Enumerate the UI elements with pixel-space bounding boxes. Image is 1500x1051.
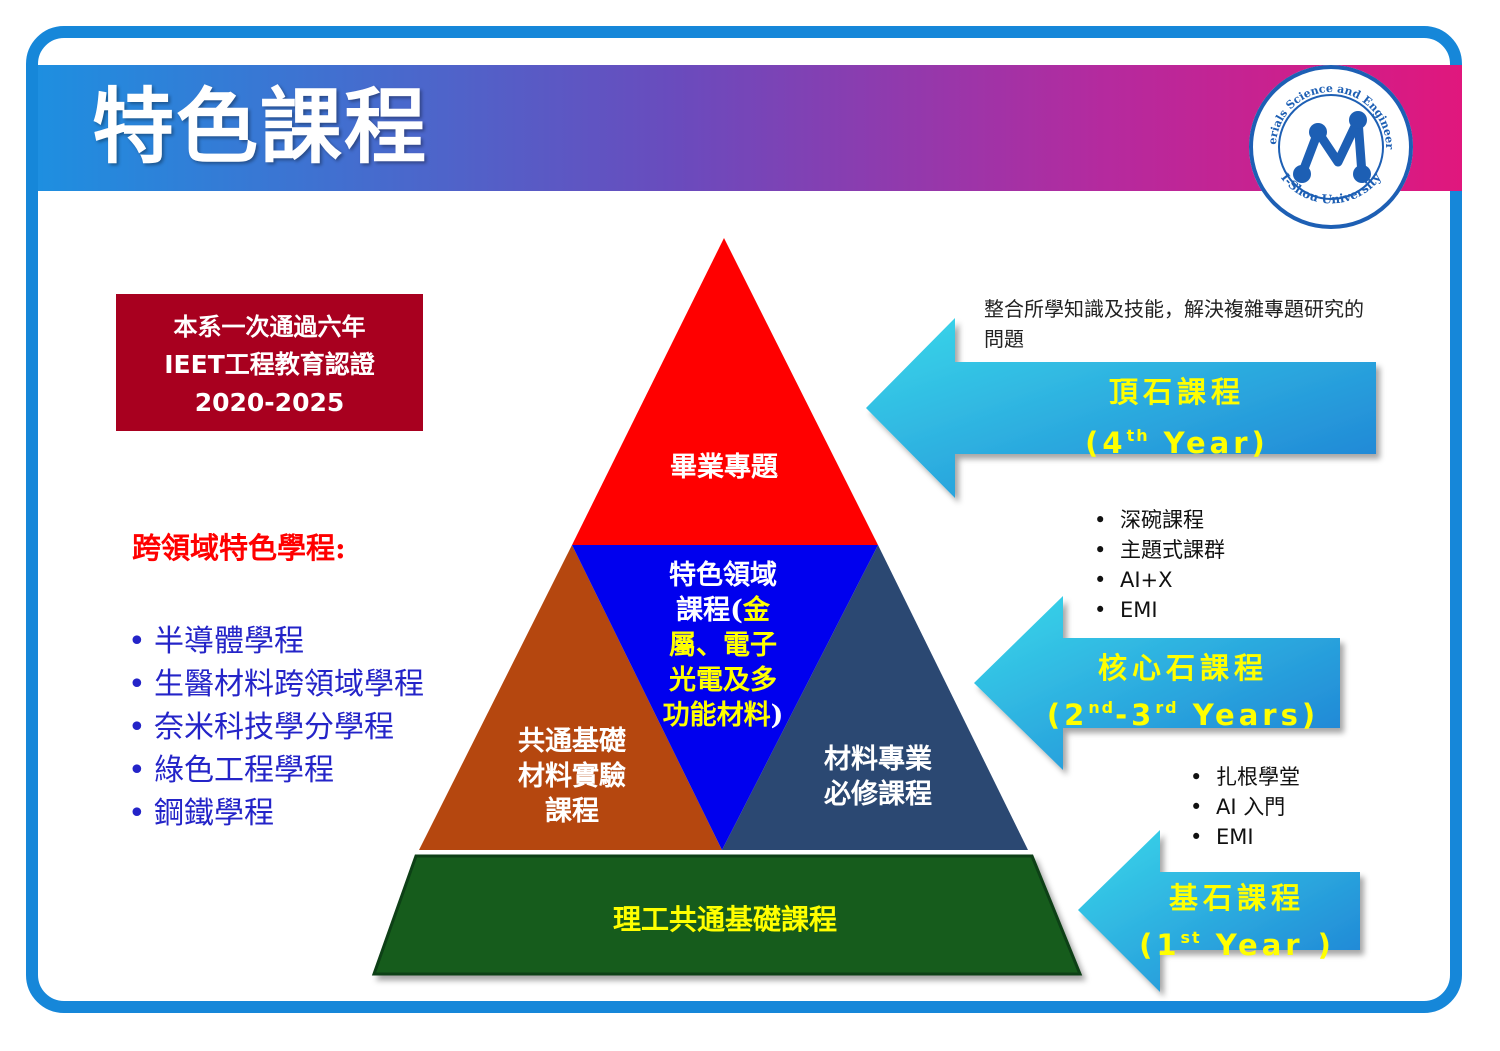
year-text: Years) xyxy=(1178,697,1320,732)
program-item: 綠色工程學程 xyxy=(128,749,424,792)
cornerstone-title: 基石課程 xyxy=(1168,881,1305,915)
pyramid-required-label: 材料專業 必修課程 xyxy=(798,742,958,812)
year-sup: st xyxy=(1180,928,1202,947)
pyramid-feature xyxy=(572,545,878,850)
cornerstone-arrow xyxy=(1078,830,1360,992)
program-item: 生醫材料跨領域學程 xyxy=(128,663,424,706)
year-text: (4 xyxy=(1085,425,1127,460)
capstone-label: 頂石課程 (4th Year) xyxy=(1032,370,1322,465)
accreditation-line3: 2020-2025 xyxy=(194,388,345,417)
year-sup: th xyxy=(1126,426,1150,445)
pyramid-common-lab xyxy=(419,545,722,850)
core-bullet: 深碗課程 xyxy=(1092,505,1225,535)
program-item: 鋼鐵學程 xyxy=(128,792,424,835)
program-item: 半導體學程 xyxy=(128,620,424,663)
common-lab-line: 材料實驗 xyxy=(518,761,626,792)
cornerstone-bullets: 扎根學堂 AI 入門 EMI xyxy=(1188,762,1300,852)
core-label: 核心石課程 (2nd-3rd Years) xyxy=(1038,648,1328,735)
cornerstone-bullet: EMI xyxy=(1188,822,1300,852)
pyramid-common-lab-label: 共通基礎 材料實驗 課程 xyxy=(492,724,652,829)
feature-line: 特色領域 xyxy=(669,560,777,591)
feature-text: ) xyxy=(770,700,784,731)
core-years: (2nd-3rd Years) xyxy=(1038,688,1328,735)
required-line: 必修課程 xyxy=(824,779,932,810)
cornerstone-bullet: 扎根學堂 xyxy=(1188,762,1300,792)
year-text: (2 xyxy=(1046,697,1089,732)
year-text: (1 xyxy=(1139,927,1181,962)
pyramid-base-label: 理工共通基礎課程 xyxy=(612,903,837,936)
core-title: 核心石課程 xyxy=(1097,651,1268,685)
pyramid-top-label: 畢業專題 xyxy=(670,452,778,483)
core-arrow xyxy=(974,596,1340,770)
pyramid-top xyxy=(572,238,878,545)
feature-text: 課程( xyxy=(676,595,743,626)
pyramid-feature-label: 特色領域 課程(金 屬、電子 光電及多 功能材料) xyxy=(628,558,818,733)
year-text: -3 xyxy=(1115,697,1156,732)
capstone-title: 頂石課程 xyxy=(1108,375,1245,409)
core-bullet: AI+X xyxy=(1092,565,1225,595)
pyramid-base xyxy=(371,854,1083,976)
common-lab-line: 共通基礎 xyxy=(518,726,626,757)
capstone-note: 整合所學知識及技能，解決複雜專題研究的問題 xyxy=(984,297,1364,351)
common-lab-line: 課程 xyxy=(545,796,599,827)
university-logo: Materials Science and Engineering I-Shou… xyxy=(1246,62,1413,229)
accreditation-line2: IEET工程教育認證 xyxy=(164,350,375,379)
year-sup: rd xyxy=(1155,698,1179,717)
year-sup: nd xyxy=(1088,698,1116,717)
program-item: 奈米科技學分學程 xyxy=(128,706,424,749)
year-text: Year) xyxy=(1149,425,1269,460)
feature-line: 課程(金 xyxy=(628,593,818,628)
feature-highlight: 屬、電子 xyxy=(669,630,777,661)
core-bullets: 深碗課程 主題式課群 AI+X EMI xyxy=(1092,505,1225,625)
feature-highlight: 金 xyxy=(742,595,770,626)
feature-line: 功能材料) xyxy=(628,698,818,733)
cornerstone-bullet: AI 入門 xyxy=(1188,792,1300,822)
core-bullet: 主題式課群 xyxy=(1092,535,1225,565)
header-band xyxy=(38,65,1462,191)
feature-highlight: 光電及多 xyxy=(669,665,777,696)
core-bullet: EMI xyxy=(1092,595,1225,625)
required-line: 材料專業 xyxy=(824,744,932,775)
accreditation-line1: 本系一次通過六年 xyxy=(173,312,366,341)
pyramid-required xyxy=(722,545,1028,850)
logo-mark-icon xyxy=(1293,111,1371,183)
capstone-arrow xyxy=(866,318,1376,498)
cornerstone-label: 基石課程 (1st Year ) xyxy=(1130,878,1344,965)
accreditation-box: 本系一次通過六年 IEET工程教育認證 2020-2025 xyxy=(116,294,423,431)
programs-list: 半導體學程 生醫材料跨領域學程 奈米科技學分學程 綠色工程學程 鋼鐵學程 xyxy=(128,620,424,835)
programs-title: 跨領域特色學程: xyxy=(132,531,346,565)
page-title: 特色課程 xyxy=(92,80,429,175)
year-text: Year ) xyxy=(1201,927,1335,962)
feature-highlight: 功能材料 xyxy=(662,700,771,731)
cornerstone-year: (1st Year ) xyxy=(1130,918,1344,965)
capstone-year: (4th Year) xyxy=(1032,414,1322,465)
